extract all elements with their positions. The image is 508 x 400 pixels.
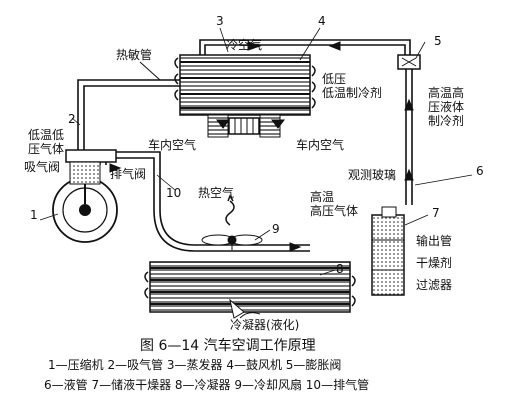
high-temp-gas-label: 高温 高压气体	[310, 190, 359, 218]
receiver-drier	[371, 206, 405, 296]
legend-line-1: 1—压缩机 2—吸气管 3—蒸发器 4—鼓风机 5—膨胀阀	[48, 358, 342, 372]
condenser	[144, 261, 356, 319]
label-number-1: 1	[30, 208, 38, 222]
evaporator	[174, 54, 316, 116]
filter-label: 过滤器	[416, 278, 453, 292]
label-number-9: 9	[272, 222, 280, 236]
discharge-valve-label: 排气阀	[110, 167, 147, 181]
label-number-8: 8	[336, 262, 344, 276]
low-pressure-refrigerant-label: 低压 低温制冷剂	[322, 72, 383, 100]
label-number-5: 5	[434, 34, 442, 48]
suction-valve-label: 吸气阀	[24, 160, 61, 174]
outlet-pipe-label: 输出管	[416, 234, 453, 248]
cabin-air-right-label: 车内空气	[296, 138, 345, 152]
blower	[207, 114, 281, 138]
high-temp-liquid-label: 高温高 压液体 制冷剂	[428, 86, 465, 128]
label-number-7: 7	[432, 206, 440, 220]
cabin-air-left-label: 车内空气	[148, 138, 197, 152]
desiccant-label: 干燥剂	[416, 256, 453, 270]
label-number-10: 10	[166, 186, 182, 200]
thermo-tube-label: 热敏管	[116, 48, 153, 62]
low-temp-gas-label: 低温低 压气体	[28, 128, 65, 156]
legend-line-2: 6—液管 7—储液干燥器 8—冷凝器 9—冷却风扇 10—排气管	[44, 378, 370, 392]
leader-lines	[39, 27, 473, 276]
label-number-6: 6	[476, 164, 484, 178]
hot-air-label: 热空气	[198, 186, 235, 200]
compressor	[52, 149, 118, 243]
label-number-2: 2	[68, 112, 76, 126]
sight-glass-label: 观测玻璃	[348, 168, 397, 182]
figure-caption: 图 6—14 汽车空调工作原理	[140, 338, 316, 354]
flow-arrows	[109, 41, 414, 252]
cold-air-label: 冷空气	[226, 38, 263, 52]
hot-air-arrow	[225, 194, 235, 226]
label-number-3: 3	[216, 14, 224, 28]
condenser-liquefaction-label: 冷凝器(液化)	[230, 318, 300, 332]
label-number-4: 4	[318, 14, 326, 28]
cooling-fan	[201, 234, 263, 250]
expansion-valve	[397, 54, 421, 70]
